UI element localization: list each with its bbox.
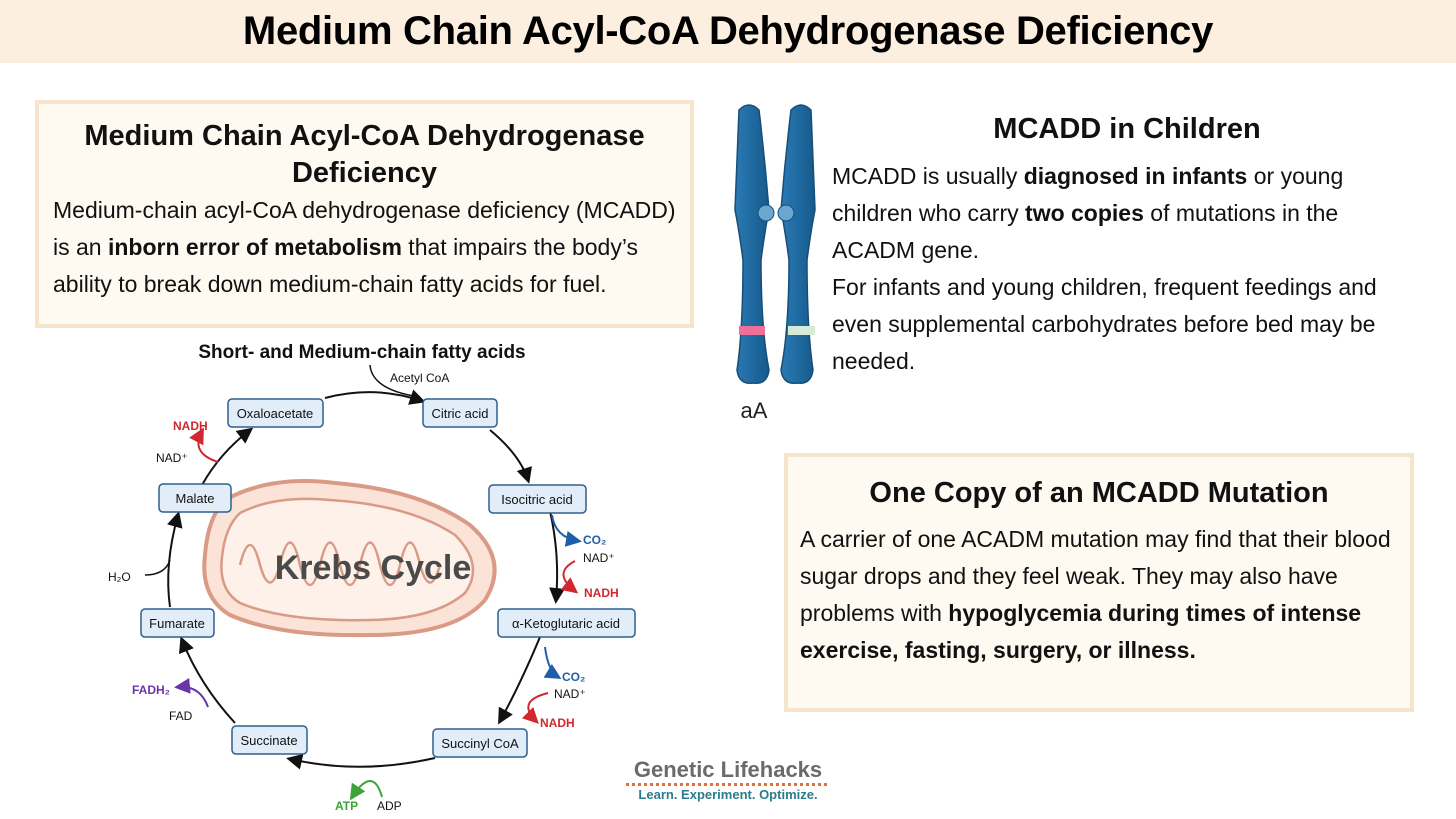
- children-text-1: MCADD is usually diagnosed in infants or…: [832, 158, 1422, 269]
- node-oxaloacetate-label: Oxaloacetate: [237, 406, 314, 421]
- node-citric-acid: Citric acid: [422, 398, 498, 428]
- node-fumarate-label: Fumarate: [149, 616, 205, 631]
- logo-tagline: Learn. Experiment. Optimize.: [638, 787, 818, 802]
- node-oxaloacetate: Oxaloacetate: [227, 398, 324, 428]
- node-succinate-label: Succinate: [240, 733, 297, 748]
- one-copy-text: A carrier of one ACADM mutation may find…: [800, 521, 1398, 669]
- arrow-succinyl-succinate: [286, 753, 436, 770]
- label-nadh-top: NADH: [173, 419, 208, 433]
- one-copy-panel: One Copy of an MCADD Mutation A carrier …: [784, 453, 1414, 712]
- fadh2-arrow: [174, 677, 209, 708]
- node-succinyl-coa-label: Succinyl CoA: [441, 736, 519, 751]
- node-isocitric-acid-label: Isocitric acid: [501, 492, 573, 507]
- label-nad-1: NAD⁺: [583, 551, 615, 565]
- one-copy-text-bold: hypoglycemia during times of intense exe…: [800, 600, 1362, 663]
- node-succinyl-coa: Succinyl CoA: [432, 728, 528, 758]
- centromere-right: [777, 204, 795, 222]
- nadh-arrow-2: [521, 692, 549, 724]
- chromatid-left: [734, 104, 770, 384]
- node-fumarate: Fumarate: [140, 608, 215, 638]
- node-ketoglutaric-acid: α-Ketoglutaric acid: [497, 608, 636, 638]
- genetic-lifehacks-logo: Genetic Lifehacks Learn. Experiment. Opt…: [618, 758, 838, 803]
- h2o-arrow: [144, 559, 171, 576]
- co2-arrow-1: [551, 514, 582, 547]
- node-isocitric-acid: Isocitric acid: [488, 484, 587, 514]
- label-co2-1: CO₂: [583, 533, 606, 547]
- node-ketoglutaric-acid-label: α-Ketoglutaric acid: [512, 616, 620, 631]
- logo-dotted-line: [626, 783, 830, 786]
- chromatid-right: [780, 104, 816, 384]
- children-title: MCADD in Children: [993, 113, 1261, 145]
- node-malate: Malate: [158, 483, 232, 513]
- arrow-oxaloacetate-citric: [324, 389, 426, 405]
- chromosome-illustration: aA: [734, 104, 816, 423]
- label-acetyl-coa: Acetyl CoA: [390, 371, 449, 385]
- one-copy-text-part: A carrier of one ACADM mutation may find…: [800, 526, 1391, 626]
- children-text-2: For infants and young children, frequent…: [832, 274, 1377, 374]
- atp-arrow: [349, 780, 383, 801]
- krebs-title: Short- and Medium-chain fatty acids: [198, 342, 525, 363]
- arrow-malate-oxaloacetate: [201, 427, 254, 486]
- node-malate-label: Malate: [175, 491, 214, 506]
- label-fadh2: FADH₂: [132, 683, 170, 697]
- one-copy-title: One Copy of an MCADD Mutation: [869, 477, 1329, 509]
- nadh-arrow-top: [189, 427, 219, 463]
- label-nad-2: NAD⁺: [554, 687, 586, 701]
- children-text-part: MCADD is usually: [832, 163, 1024, 189]
- definition-panel: Medium Chain Acyl-CoA Dehydrogenase Defi…: [35, 100, 694, 328]
- page-title: Medium Chain Acyl-CoA Dehydrogenase Defi…: [242, 9, 1214, 53]
- centromere-left: [757, 204, 775, 222]
- definition-title: Medium Chain Acyl-CoA Dehydrogenase Defi…: [84, 120, 645, 189]
- arrow-succinate-fumarate: [179, 636, 236, 724]
- definition-text: Medium-chain acyl-CoA dehydrogenase defi…: [53, 192, 676, 303]
- arrow-isocitric-ketoglutaric: [549, 510, 566, 604]
- children-text-bold: diagnosed in infants: [1023, 163, 1248, 189]
- krebs-center-label: Krebs Cycle: [275, 549, 472, 587]
- label-atp: ATP: [335, 799, 358, 813]
- chromosome-label: aA: [741, 398, 768, 423]
- logo-name: Genetic Lifehacks: [633, 757, 823, 782]
- label-nadh-2: NADH: [540, 716, 575, 730]
- arrow-ketoglutaric-succinyl: [498, 636, 541, 725]
- node-succinate: Succinate: [231, 725, 308, 755]
- acetyl-coa-arrow: [369, 364, 421, 398]
- children-text-part: or young children who carry: [832, 163, 1344, 226]
- co2-arrow-2: [543, 646, 562, 680]
- gene-band-mutant: [739, 326, 765, 335]
- children-text-part: of mutations in the ACADM gene.: [832, 200, 1339, 263]
- definition-text-bold: inborn error of metabolism: [107, 234, 402, 260]
- children-text-bold: two copies: [1025, 200, 1144, 226]
- definition-text-part: that impairs the body’s ability to break…: [53, 234, 639, 297]
- label-nadh-1: NADH: [584, 586, 619, 600]
- node-citric-acid-label: Citric acid: [431, 406, 488, 421]
- label-h2o: H₂O: [108, 570, 131, 584]
- label-nad-top: NAD⁺: [156, 451, 188, 465]
- children-panel: MCADD in Children MCADD is usually diagn…: [832, 110, 1422, 380]
- header-bar: Medium Chain Acyl-CoA Dehydrogenase Defi…: [0, 0, 1456, 63]
- gene-band-normal: [788, 326, 815, 335]
- definition-text-part: Medium-chain acyl-CoA dehydrogenase defi…: [53, 197, 676, 260]
- arrow-citric-isocitric: [489, 429, 532, 484]
- label-adp: ADP: [377, 799, 402, 813]
- label-co2-2: CO₂: [562, 670, 585, 684]
- label-fad: FAD: [169, 709, 193, 723]
- mitochondrion-icon: Krebs Cycle: [202, 479, 497, 638]
- nadh-arrow-1: [560, 560, 579, 594]
- krebs-cycle-diagram: Short- and Medium-chain fatty acids Kreb…: [108, 342, 636, 813]
